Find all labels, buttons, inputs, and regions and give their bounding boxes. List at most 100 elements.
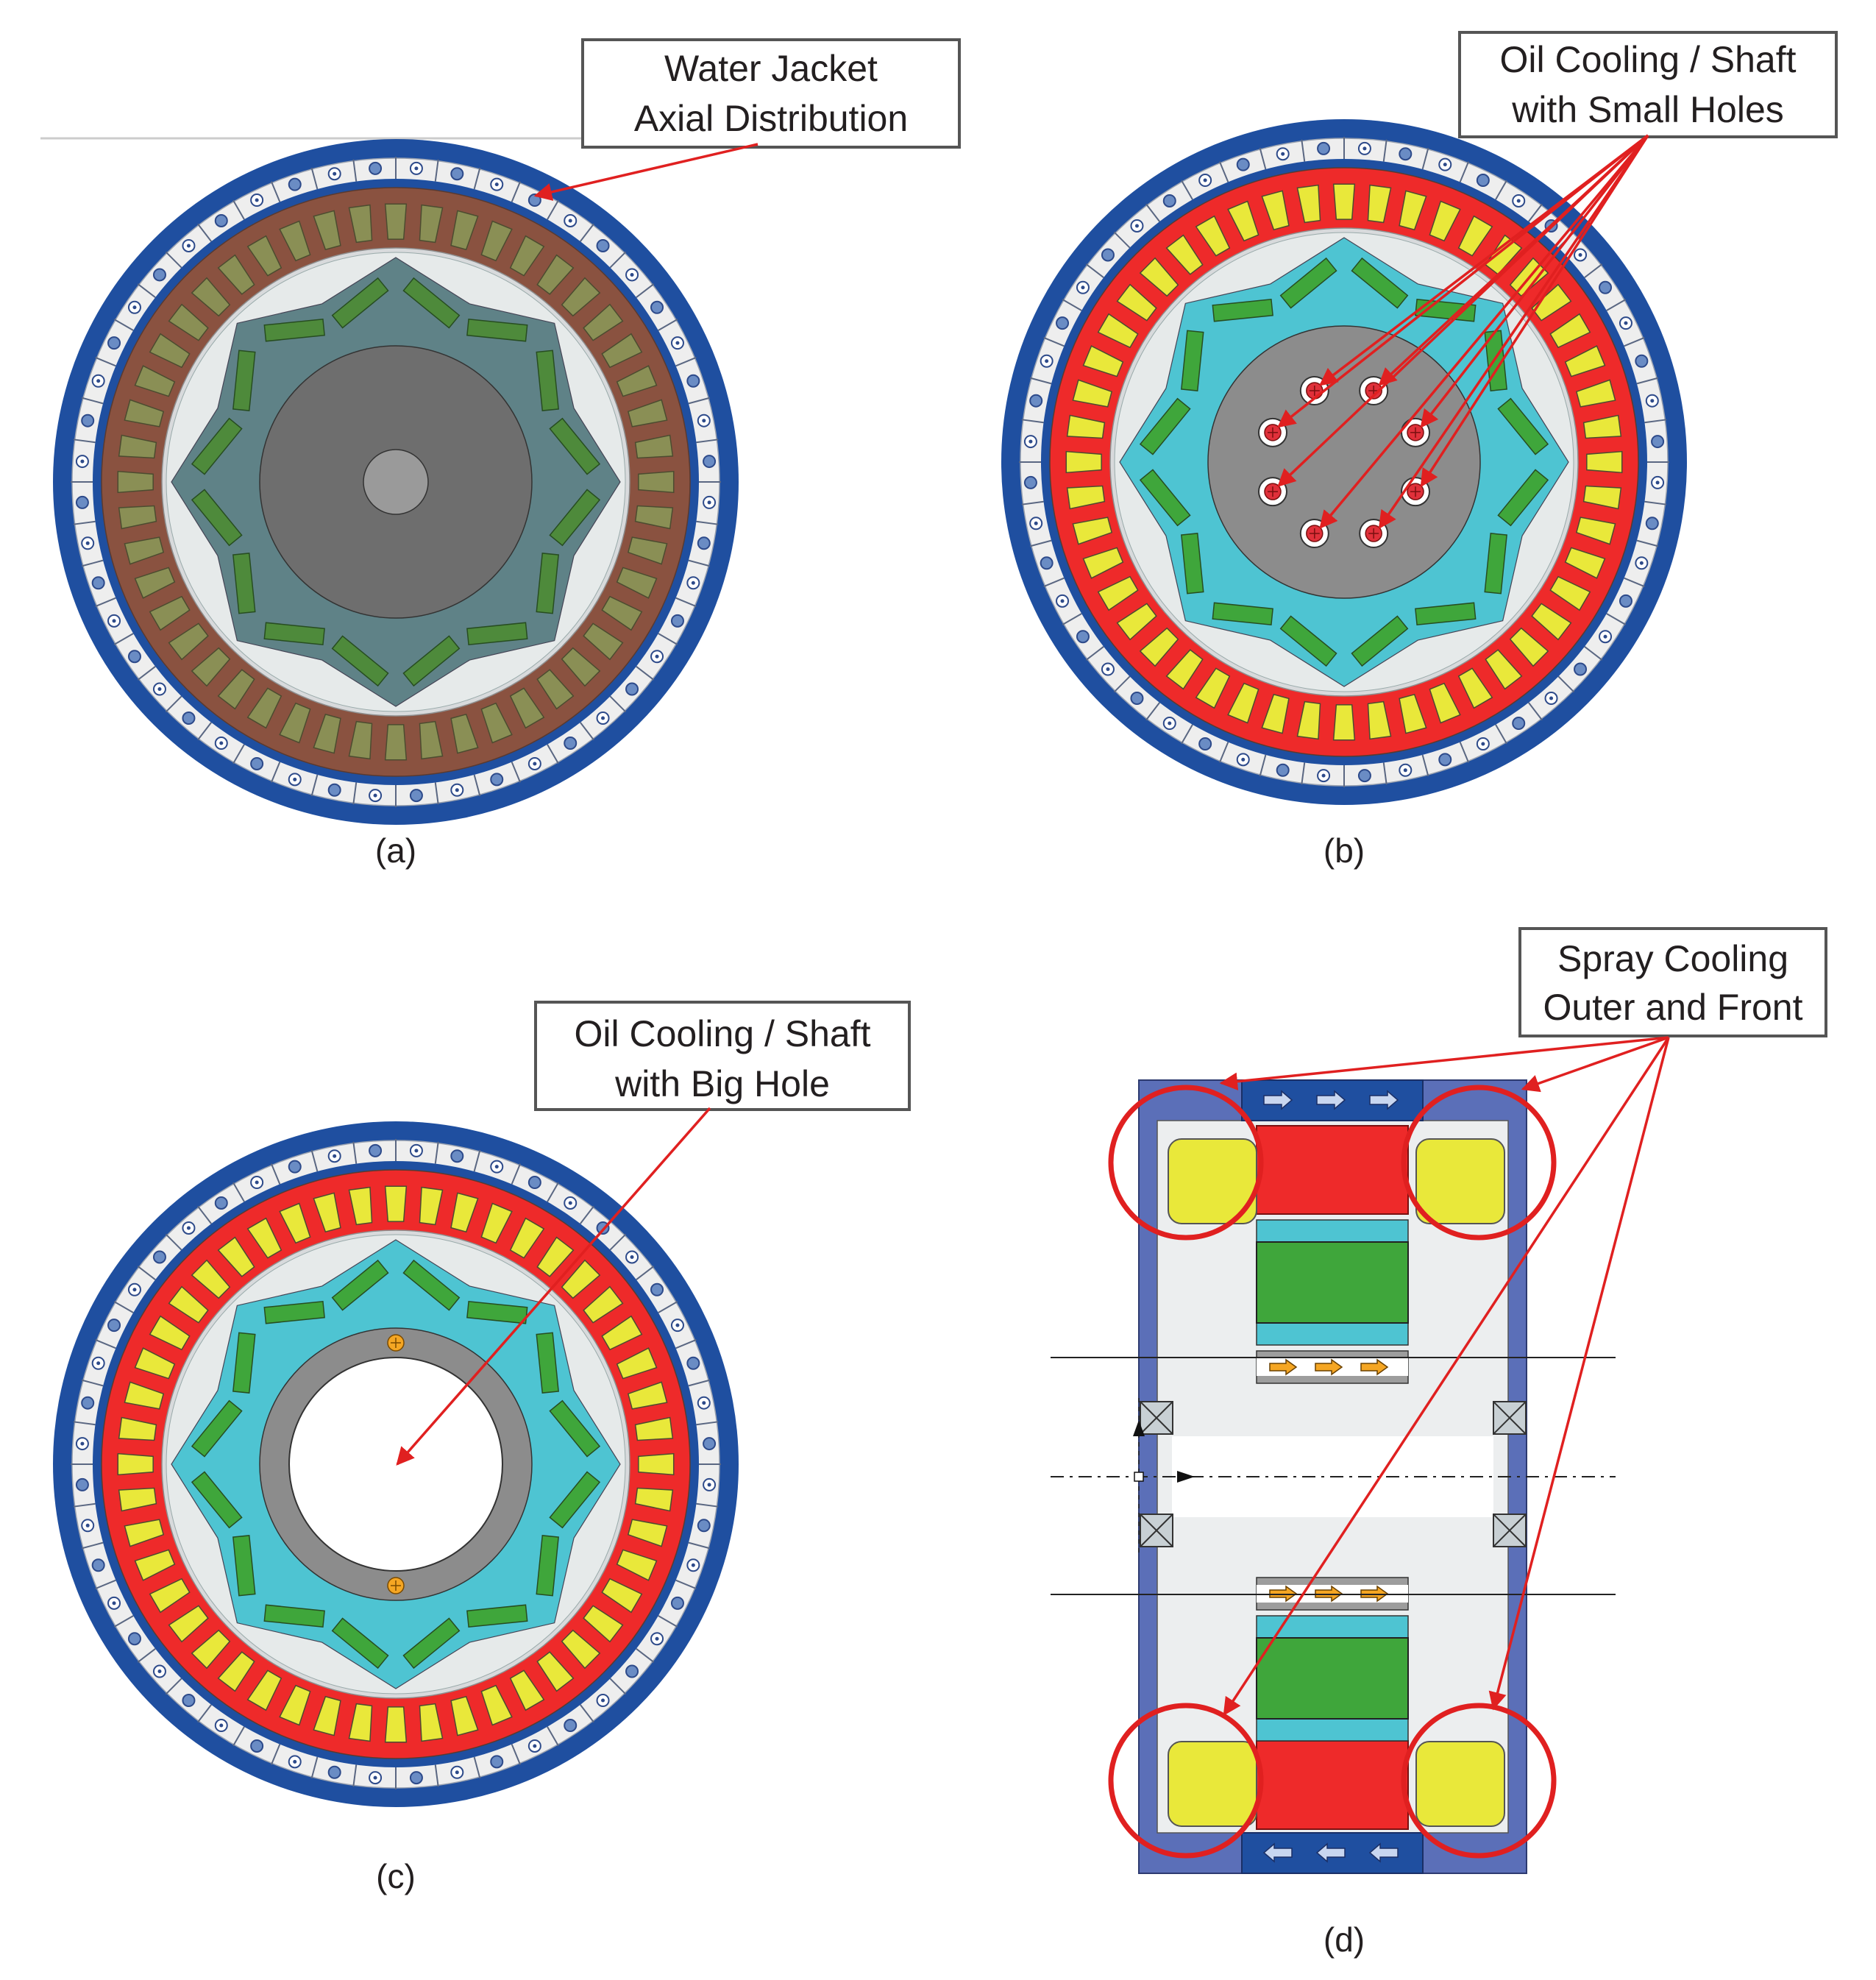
stator-slot (149, 595, 191, 631)
stator-slot (217, 1651, 255, 1692)
stator-slot (583, 1605, 624, 1643)
callout-d-pointer (1223, 1037, 1670, 1717)
rotor-magnet (232, 1535, 256, 1597)
jacket-divider (580, 1704, 594, 1723)
rotor-magnet (1279, 615, 1337, 667)
stator-slot (638, 470, 675, 494)
water-port-dot (1603, 634, 1607, 639)
flow-arrow-icon (1368, 1842, 1399, 1863)
stator-slot (616, 567, 658, 599)
stator-slot (1227, 682, 1259, 724)
water-port-dot (157, 687, 162, 692)
jacket-divider (473, 1149, 481, 1172)
jacket-divider (165, 1233, 182, 1251)
rotor-magnet (1181, 533, 1204, 595)
stator-slot (191, 1259, 231, 1299)
water-port-dot (255, 1180, 259, 1185)
water-port-dot (601, 1698, 605, 1703)
stator-slot (348, 204, 373, 244)
jacket-divider (675, 356, 697, 367)
stator-slot (1399, 190, 1427, 231)
water-port-dot (1281, 152, 1285, 156)
jacket-divider (1382, 762, 1388, 785)
water-port-icon (1574, 662, 1588, 676)
water-port-dot (293, 1759, 297, 1764)
stator-slot (149, 1578, 191, 1614)
jacket-divider (1021, 500, 1044, 505)
water-port-icon (250, 1739, 264, 1753)
rotor-magnet (1139, 397, 1191, 455)
stator-slot (1082, 345, 1124, 377)
rotor-magnet (549, 1471, 601, 1529)
water-port-icon (450, 1149, 464, 1163)
water-port-icon (81, 1396, 95, 1410)
water-port-icon (1599, 280, 1613, 294)
water-port-icon (625, 682, 639, 696)
water-port-dot (1403, 768, 1407, 773)
jacket-divider (1382, 139, 1388, 162)
stator-slot (168, 1285, 209, 1324)
jacket-divider (636, 666, 655, 681)
stator-slot (168, 303, 209, 341)
rotor-magnet (331, 1259, 389, 1311)
water-port-dot (96, 1361, 101, 1366)
water-port-dot (132, 1288, 137, 1292)
jacket-divider (310, 167, 319, 190)
callout-d-line-2: Outer and Front (1543, 987, 1803, 1028)
rotor-magnet (549, 489, 601, 547)
stator-slot (509, 1669, 545, 1711)
stator-slot (480, 702, 513, 744)
rotor-magnet (1279, 257, 1337, 309)
stator-slot (217, 1236, 255, 1277)
spray-zone-circle (1401, 1085, 1557, 1241)
jacket-divider (1062, 613, 1082, 625)
caption-b: (b) (1323, 831, 1365, 870)
water-port-icon (288, 177, 302, 191)
rotor-magnet (232, 349, 256, 411)
water-port-dot (494, 1165, 499, 1169)
jacket-divider (580, 223, 594, 242)
water-port-icon (214, 213, 228, 227)
motor-cross-section-b (1001, 119, 1687, 805)
caption-a: (a) (375, 831, 416, 870)
jacket-divider (232, 744, 245, 764)
jacket-divider (636, 1648, 655, 1663)
stator-slot (1139, 627, 1179, 667)
jacket-divider (81, 1379, 104, 1387)
stator-slot (313, 713, 341, 754)
stator-slot (509, 687, 545, 729)
stator-slot (118, 505, 157, 530)
jacket-divider (1145, 203, 1160, 222)
water-port-dot (1655, 480, 1660, 485)
stator-slot (348, 1703, 373, 1742)
water-port-icon (127, 1632, 141, 1646)
water-port-dot (630, 1255, 634, 1259)
rotor-magnet (191, 417, 243, 475)
magnet-stack (1256, 1241, 1409, 1324)
stator-slot (1564, 345, 1606, 377)
jacket-divider (636, 283, 655, 298)
callout-c: Oil Cooling / Shaft with Big Hole (534, 1001, 911, 1111)
stator-slot (1227, 200, 1259, 242)
stator-slot (450, 713, 479, 754)
water-port-icon (1476, 174, 1490, 188)
shaft (1207, 325, 1481, 599)
water-port-dot (675, 1323, 680, 1327)
jacket-divider (696, 1421, 719, 1426)
callout-a: Water Jacket Axial Distribution (581, 38, 961, 149)
jacket-divider (434, 1141, 439, 1164)
jacket-divider (113, 1301, 134, 1313)
stator-slot (1485, 649, 1523, 690)
jacket-divider (1029, 377, 1052, 385)
water-port-dot (186, 244, 191, 248)
water-port-icon (288, 1160, 302, 1174)
jacket-divider (1528, 203, 1543, 222)
pointers-a (533, 143, 758, 201)
stator-slot (1195, 667, 1231, 709)
jacket-divider (73, 1502, 96, 1508)
water-port-dot (1134, 224, 1139, 228)
jacket-divider (1644, 419, 1667, 424)
stator-slot (583, 622, 624, 661)
stator-slot (627, 1519, 668, 1547)
water-port-dot (691, 581, 695, 585)
